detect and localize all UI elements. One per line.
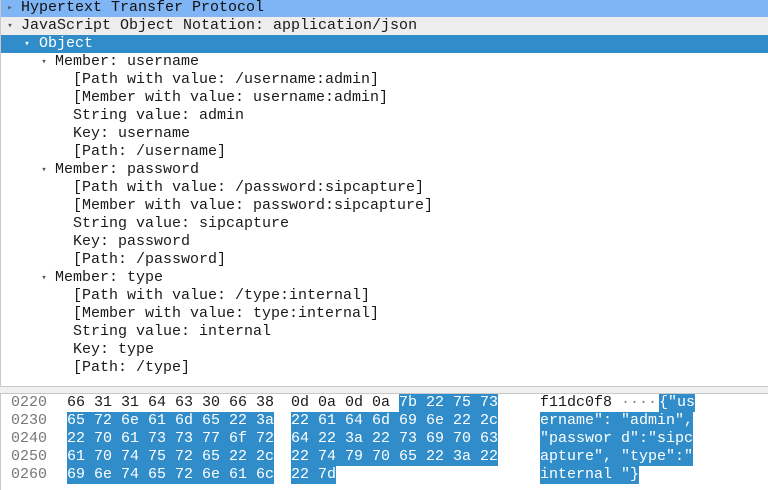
tree-row[interactable]: ▾ Object	[1, 35, 768, 53]
hex-offset: 0220	[11, 394, 48, 411]
tree-row-label: Object	[39, 35, 94, 52]
hex-byte[interactable]: 63	[471, 430, 499, 448]
hex-offset: 0250	[11, 448, 48, 465]
tree-row-label: Member: password	[55, 161, 200, 178]
tree-row[interactable]: Key: password	[1, 233, 768, 251]
hex-byte[interactable]: 3a	[247, 412, 275, 430]
tree-row[interactable]: [Path with value: /type:internal]	[1, 287, 768, 305]
hex-byte[interactable]: 0a	[372, 394, 391, 411]
tree-row-label: JavaScript Object Notation: application/…	[21, 17, 418, 34]
tree-row-label: Hypertext Transfer Protocol	[21, 0, 265, 16]
tree-row[interactable]: ▸ Hypertext Transfer Protocol	[1, 0, 768, 17]
tree-row-label: [Member with value: type:internal]	[73, 305, 380, 322]
tree-row[interactable]: Key: type	[1, 341, 768, 359]
hex-byte[interactable]: 66	[67, 394, 86, 411]
chevron-down-icon[interactable]: ▾	[24, 39, 30, 49]
pane-splitter[interactable]	[0, 386, 768, 394]
chevron-down-icon[interactable]: ▾	[41, 165, 47, 175]
tree-row-label: [Path with value: /username:admin]	[73, 71, 380, 88]
chevron-down-icon[interactable]: ▾	[41, 57, 47, 67]
ascii-selected-text[interactable]: apture", "type":"	[540, 448, 694, 466]
tree-row-label: [Member with value: password:sipcapture]	[73, 197, 434, 214]
tree-row-label: Member: username	[55, 53, 200, 70]
hex-byte[interactable]: 0d	[291, 394, 310, 411]
hex-byte[interactable]: 72	[247, 430, 275, 448]
tree-row[interactable]: [Path with value: /username:admin]	[1, 71, 768, 89]
tree-row[interactable]: [Path: /password]	[1, 251, 768, 269]
hex-byte[interactable]: 0a	[318, 394, 337, 411]
hex-byte[interactable]: 22	[471, 448, 499, 466]
chevron-down-icon[interactable]: ▾	[41, 273, 47, 283]
ascii-selected-text[interactable]: ername": "admin",	[540, 412, 694, 430]
hex-offset: 0260	[11, 466, 48, 483]
ascii-selected-text[interactable]: internal "}	[540, 466, 640, 484]
tree-row[interactable]: [Path with value: /password:sipcapture]	[1, 179, 768, 197]
tree-row[interactable]: [Member with value: username:admin]	[1, 89, 768, 107]
tree-row-label: String value: admin	[73, 107, 245, 124]
hex-byte[interactable]: 31	[121, 394, 140, 411]
tree-row[interactable]: ▾ Member: password	[1, 161, 768, 179]
tree-row-label: Member: type	[55, 269, 164, 286]
tree-row-label: Key: password	[73, 233, 191, 250]
hex-byte[interactable]: 2c	[471, 412, 499, 430]
ascii-dots[interactable]: ····	[621, 394, 658, 411]
hex-byte[interactable]: 6c	[247, 466, 275, 484]
tree-row-label: [Path: /type]	[73, 359, 191, 376]
tree-row[interactable]: String value: internal	[1, 323, 768, 341]
hex-offset: 0230	[11, 412, 48, 429]
tree-row[interactable]: ▾ Member: type	[1, 269, 768, 287]
hex-offset: 0240	[11, 430, 48, 447]
tree-row[interactable]: [Path: /username]	[1, 143, 768, 161]
tree-row-label: [Path: /password]	[73, 251, 227, 268]
tree-row[interactable]: Key: username	[1, 125, 768, 143]
ascii-selected-text[interactable]: {"us	[659, 394, 696, 412]
tree-row-label: [Path with value: /type:internal]	[73, 287, 371, 304]
tree-row[interactable]: ▾ Member: username	[1, 53, 768, 71]
tree-row[interactable]: [Member with value: password:sipcapture]	[1, 197, 768, 215]
tree-row[interactable]: String value: sipcapture	[1, 215, 768, 233]
ascii-selected-text[interactable]: "passwor d":"sipc	[540, 430, 694, 448]
hex-byte[interactable]: 66	[229, 394, 248, 411]
tree-row-label: [Path: /username]	[73, 143, 227, 160]
tree-row-label: [Path with value: /password:sipcapture]	[73, 179, 425, 196]
tree-row[interactable]: [Member with value: type:internal]	[1, 305, 768, 323]
hex-byte[interactable]: 63	[175, 394, 194, 411]
tree-row-label: Key: type	[73, 341, 155, 358]
hex-byte[interactable]: 7d	[309, 466, 337, 484]
tree-row[interactable]: ▾ JavaScript Object Notation: application…	[1, 17, 768, 35]
chevron-down-icon[interactable]: ▾	[7, 21, 13, 31]
packet-details-tree[interactable]: ▸ Hypertext Transfer Protocol ▾ JavaScript …	[0, 0, 768, 386]
chevron-right-icon[interactable]: ▸	[7, 3, 13, 13]
tree-row-label: [Member with value: username:admin]	[73, 89, 389, 106]
ascii-text[interactable]: f11dc0f8	[540, 394, 622, 411]
tree-row[interactable]: [Path: /type]	[1, 359, 768, 377]
hex-byte[interactable]: 30	[202, 394, 221, 411]
tree-row[interactable]: String value: admin	[1, 107, 768, 125]
hex-byte[interactable]: 2c	[247, 448, 275, 466]
hex-byte[interactable]: 38	[256, 394, 275, 411]
tree-row-label: String value: internal	[73, 323, 272, 340]
tree-row-label: Key: username	[73, 125, 191, 142]
tree-row-label: String value: sipcapture	[73, 215, 290, 232]
hex-byte[interactable]: 31	[94, 394, 113, 411]
hex-byte[interactable]: 64	[148, 394, 167, 411]
hex-byte[interactable]: 0d	[345, 394, 364, 411]
hex-byte[interactable]: 73	[471, 394, 499, 412]
